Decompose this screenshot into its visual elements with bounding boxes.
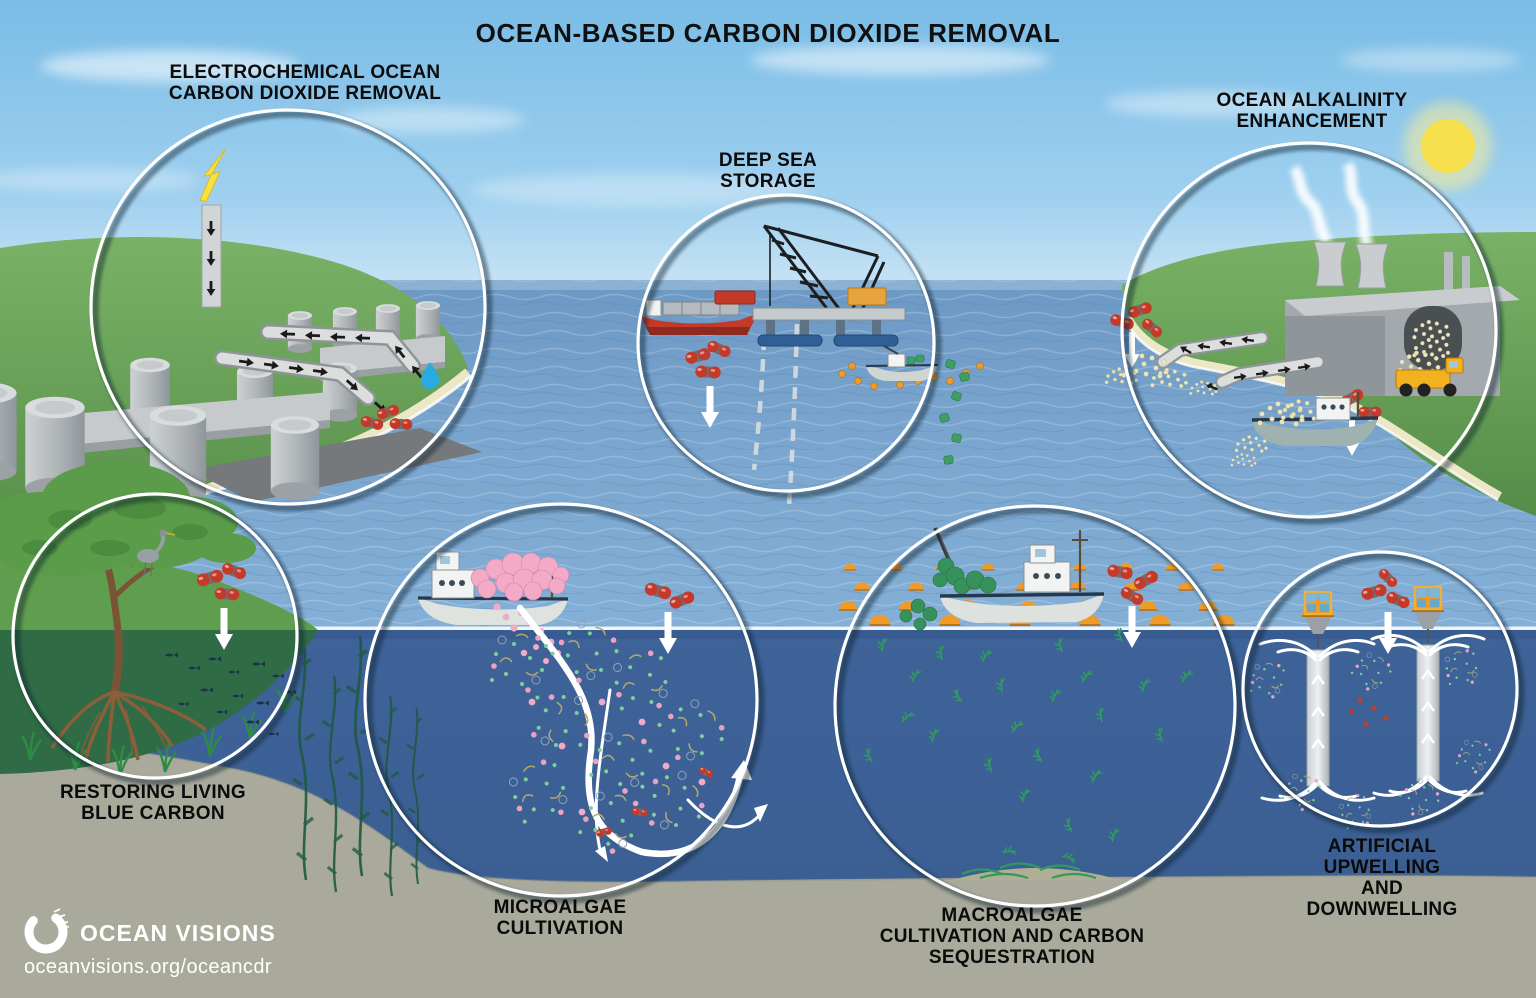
heron (137, 529, 176, 577)
deep-sea-storage-scene (641, 224, 984, 507)
outfall-pipe (214, 350, 389, 416)
spreading-boat (1230, 392, 1379, 467)
label-blue-carbon: RESTORING LIVING BLUE CARBON (59, 782, 247, 824)
alkalinity-scene (1104, 161, 1536, 516)
upwelling-scene (1249, 566, 1493, 836)
waterline (0, 626, 1536, 630)
seafloor-seaweed-pile (952, 862, 1120, 880)
steam (1289, 161, 1374, 249)
logo-swirl-icon (24, 908, 70, 954)
circle-macroalgae (833, 504, 1237, 908)
circle-blue-carbon (11, 492, 299, 780)
circle-upwelling (1241, 550, 1519, 828)
label-upwelling: ARTIFICIAL UPWELLING AND DOWNWELLING (1306, 836, 1458, 920)
dump-truck (1395, 350, 1464, 397)
label-deep-sea-storage: DEEP SEA STORAGE (718, 150, 818, 192)
microalgae-scene (417, 551, 768, 862)
callout-circles (11, 108, 1525, 914)
label-macroalgae: MACROALGAE CULTIVATION AND CARBON SEQUES… (879, 905, 1145, 968)
brand-name: OCEAN VISIONS (80, 920, 276, 946)
label-microalgae: MICROALGAE CULTIVATION (493, 897, 627, 939)
storage-tanks (0, 301, 445, 503)
mangrove-tree (0, 462, 256, 763)
macroalgae-scene (838, 527, 1236, 880)
upwelling-pipes (1258, 634, 1486, 802)
alkalinity-pipes (1156, 331, 1325, 393)
label-ocean-alkalinity: OCEAN ALKALINITY ENHANCEMENT (1216, 90, 1408, 132)
ocean-visions-logo (24, 908, 70, 954)
plankton-field (489, 612, 733, 860)
circle-microalgae (363, 502, 759, 898)
crane-platform (714, 224, 906, 347)
microalgae-cargo (470, 552, 570, 602)
circle-deep-sea-storage (636, 193, 936, 493)
website-url: oceanvisions.org/oceancdr (24, 956, 272, 978)
lightning-bolt-icon (199, 147, 227, 203)
intake-pipe (260, 324, 425, 381)
seafloor-sand (0, 730, 1536, 998)
power-tower (201, 204, 222, 308)
sun-icon (1404, 102, 1492, 190)
nutrient-specks (1249, 646, 1493, 836)
water-droplet-icon (421, 362, 439, 389)
baling-boat (838, 345, 984, 465)
blue-carbon-scene (0, 462, 318, 776)
circle-electrochemical (89, 108, 487, 506)
page-title: OCEAN-BASED CARBON DIOXIDE REMOVAL (475, 18, 1061, 48)
sky (0, 0, 1536, 282)
label-electrochemical: ELECTROCHEMICAL OCEAN CARBON DIOXIDE REM… (168, 62, 442, 104)
circle-alkalinity (1120, 141, 1498, 519)
harvest-boat (899, 527, 1105, 631)
